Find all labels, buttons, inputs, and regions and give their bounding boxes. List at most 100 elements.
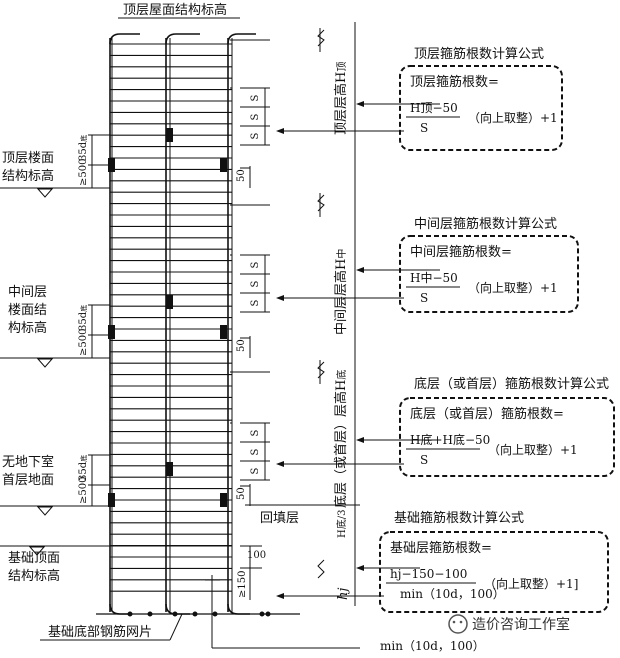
formula-box-border: [379, 531, 609, 613]
elevation-triangle-icon: [36, 358, 54, 368]
dim-50-label: 50: [236, 169, 247, 182]
lap-length-label: 35d底: [78, 455, 89, 481]
svg-text:造价咨询工作室: 造价咨询工作室: [472, 616, 570, 633]
mesh-bar: [212, 611, 218, 617]
formula-box-border: [399, 397, 615, 477]
svg-text:中间层层高H中: 中间层层高H中: [333, 249, 349, 335]
lap-splice-mark: [166, 462, 173, 476]
height-label-mid: 中间层层高H中: [333, 249, 349, 335]
dim-50-label: 50: [236, 487, 247, 500]
formula-line1: 顶层箍筋根数=: [410, 74, 499, 90]
formula-numerator: H中−50: [410, 270, 458, 285]
mesh-bar: [127, 611, 133, 617]
formula-title: 顶层箍筋根数计算公式: [414, 46, 544, 62]
break-mark-icon: [317, 194, 325, 212]
spacing-s-label: S: [250, 281, 261, 288]
spacing-s-label: S: [250, 95, 261, 102]
backfill-label: 回填层: [260, 511, 299, 526]
formula-denominator: S: [420, 121, 428, 135]
formula-title: 底层（或首层）箍筋根数计算公式: [414, 376, 609, 392]
height-label-hbot-third: H底/3: [335, 510, 348, 538]
break-mark-icon: [317, 559, 325, 579]
left-label-top-floor: 顶层楼面 结构标高: [0, 151, 100, 198]
min-500-label: ≥500: [78, 159, 89, 186]
arrow-head-icon: [356, 267, 364, 273]
break-mark-icon: [317, 29, 325, 47]
left-label-foundation-top: 基础顶面 结构标高: [0, 545, 100, 584]
mesh-bar: [265, 611, 271, 617]
arrow-head-icon: [276, 295, 284, 301]
svg-text:底层（或首层）层高H底: 底层（或首层）层高H底: [333, 370, 349, 508]
formula-numerator: H底+H底−50: [410, 432, 490, 447]
formula-title: 中间层箍筋根数计算公式: [414, 216, 557, 232]
formula-line1: 底层（或首层）箍筋根数=: [410, 406, 564, 422]
lap-splice-mark: [220, 158, 227, 172]
elevation-triangle-icon: [36, 188, 54, 198]
svg-text:首层地面: 首层地面: [2, 473, 54, 488]
dim-150: ≥150: [237, 571, 248, 598]
foundation-mesh-label: 基础底部钢筋网片: [48, 624, 152, 640]
arrow-head-icon: [356, 437, 364, 443]
formula-box-4: 基础箍筋根数计算公式基础层箍筋根数=hj−150−100min（10d，100）…: [276, 510, 609, 613]
left-label-ground-floor: 无地下室 首层地面: [0, 454, 100, 516]
lap-splice-mark: [108, 493, 115, 507]
svg-text:基础顶面: 基础顶面: [8, 551, 60, 566]
elevation-triangle-icon: [36, 506, 54, 516]
formula-denominator: min（10d，100）: [400, 587, 505, 601]
min-500-label: ≥500: [78, 329, 89, 356]
svg-text:中间层: 中间层: [8, 285, 47, 300]
arrow-head-icon: [356, 565, 364, 571]
formula-boxes: 顶层箍筋根数计算公式顶层箍筋根数=H顶−50S（向上取整）+1中间层箍筋根数计算…: [276, 46, 615, 613]
watermark: 造价咨询工作室: [448, 614, 570, 634]
lap-splice-mark: [220, 325, 227, 339]
svg-text:顶层层高H顶: 顶层层高H顶: [333, 62, 349, 135]
spacing-s-label: S: [250, 300, 261, 307]
bar-hook: [165, 33, 200, 45]
elevation-triangle-icon: [28, 546, 46, 556]
dim-100: 100: [247, 550, 266, 561]
lap-length-label: 35d底: [78, 305, 89, 331]
formula-box-border: [399, 65, 563, 151]
top-roof-elevation-label: 顶层屋面结构标高: [123, 2, 227, 18]
spacing-s-label: S: [250, 430, 261, 437]
formula-denominator: S: [420, 291, 428, 305]
formula-box-border: [399, 235, 579, 313]
lap-splice-mark: [166, 295, 173, 309]
svg-text:构标高: 构标高: [8, 320, 47, 336]
lap-splice-mark: [108, 158, 115, 172]
svg-text:结构标高: 结构标高: [8, 568, 60, 584]
formula-tail: （向上取整）+1: [488, 442, 578, 457]
spacing-s-label: S: [250, 133, 261, 140]
bar-hook: [109, 603, 130, 615]
bar-hook: [109, 33, 140, 45]
min-500-label: ≥500: [78, 477, 89, 504]
spacing-s-label: S: [250, 449, 261, 456]
formula-tail: （向上取整）+1: [468, 280, 558, 295]
svg-text:结构标高: 结构标高: [2, 168, 54, 184]
arrow-head-icon: [356, 101, 364, 107]
left-label-mid-floor: 中间层 楼面结 构标高: [0, 285, 100, 368]
spacing-s-label: S: [250, 262, 261, 269]
formula-denominator: S: [420, 453, 428, 467]
lap-splice-mark: [166, 128, 173, 142]
mesh-bar: [172, 611, 178, 617]
formula-line1: 基础层箍筋根数=: [390, 540, 492, 556]
arrow-head-icon: [276, 593, 284, 599]
formula-numerator: hj−150−100: [390, 567, 467, 581]
arrow-head-icon: [276, 128, 284, 134]
height-label-bottom: 底层（或首层）层高H底: [333, 370, 349, 508]
dim-50-label: 50: [236, 339, 247, 352]
height-label-top: 顶层层高H顶: [333, 62, 349, 135]
spacing-s-label: S: [250, 468, 261, 475]
lap-length-label: 35d底: [78, 135, 89, 161]
height-label-hj: hj: [336, 588, 351, 600]
arrow-head-icon: [276, 461, 284, 467]
wechat-icon: [448, 614, 468, 634]
formula-line1: 中间层箍筋根数=: [410, 244, 512, 260]
